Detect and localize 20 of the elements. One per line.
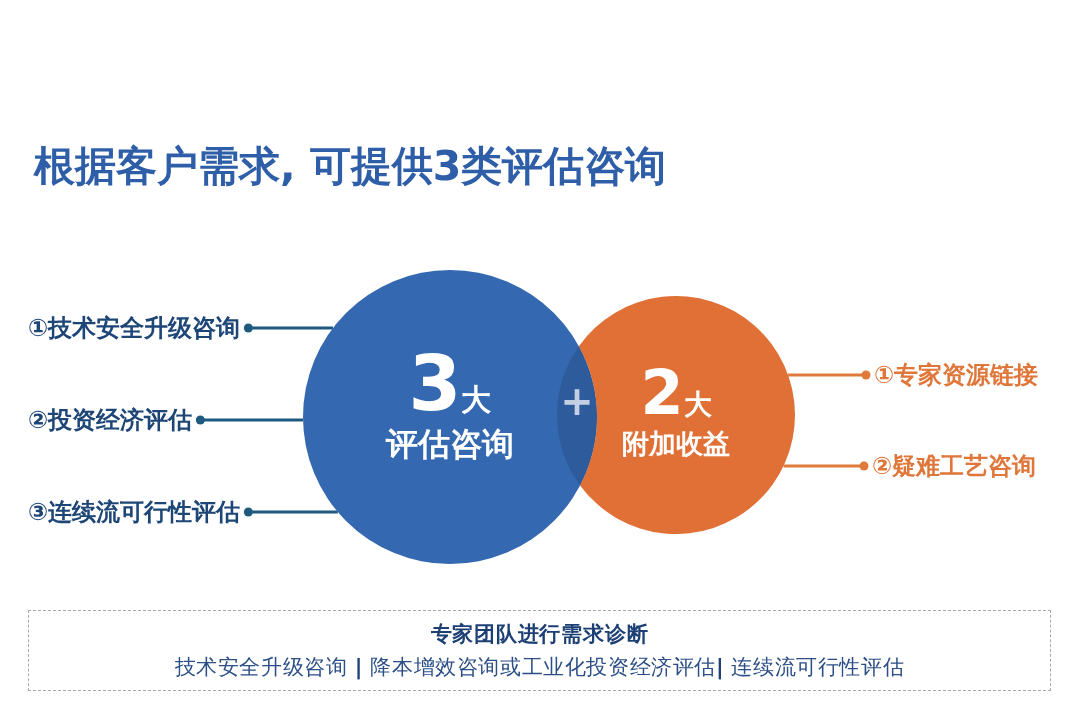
big-number-label: 2大: [640, 362, 712, 425]
big-number-label: 3大: [408, 345, 492, 422]
circle-caption: 附加收益: [622, 428, 730, 460]
connector-line: [788, 370, 871, 380]
list-item-label: ②投资经济评估: [28, 405, 201, 435]
list-item-label: ②疑难工艺咨询: [864, 451, 1037, 481]
list-item-label: ③连续流可行性评估: [28, 497, 249, 527]
connector-line: [243, 507, 338, 517]
connector-line: [243, 323, 333, 333]
panel-heading: 专家团队进行需求诊断: [430, 620, 649, 648]
panel-text: 技术安全升级咨询 | 降本增效咨询或工业化投资经济评估| 连续流可行性评估: [174, 653, 905, 682]
circle-caption: 评估咨询: [386, 425, 514, 463]
plus-sign: +: [560, 381, 594, 421]
connector-line: [195, 415, 304, 425]
list-item-label: ①技术安全升级咨询: [28, 313, 249, 343]
connector-line: [783, 461, 869, 471]
page-title: 根据客户需求, 可提供3类评估咨询: [34, 141, 667, 192]
list-item-label: ①专家资源链接: [866, 360, 1039, 390]
dashed-panel: [28, 610, 1051, 691]
venn-circle: [303, 270, 597, 564]
